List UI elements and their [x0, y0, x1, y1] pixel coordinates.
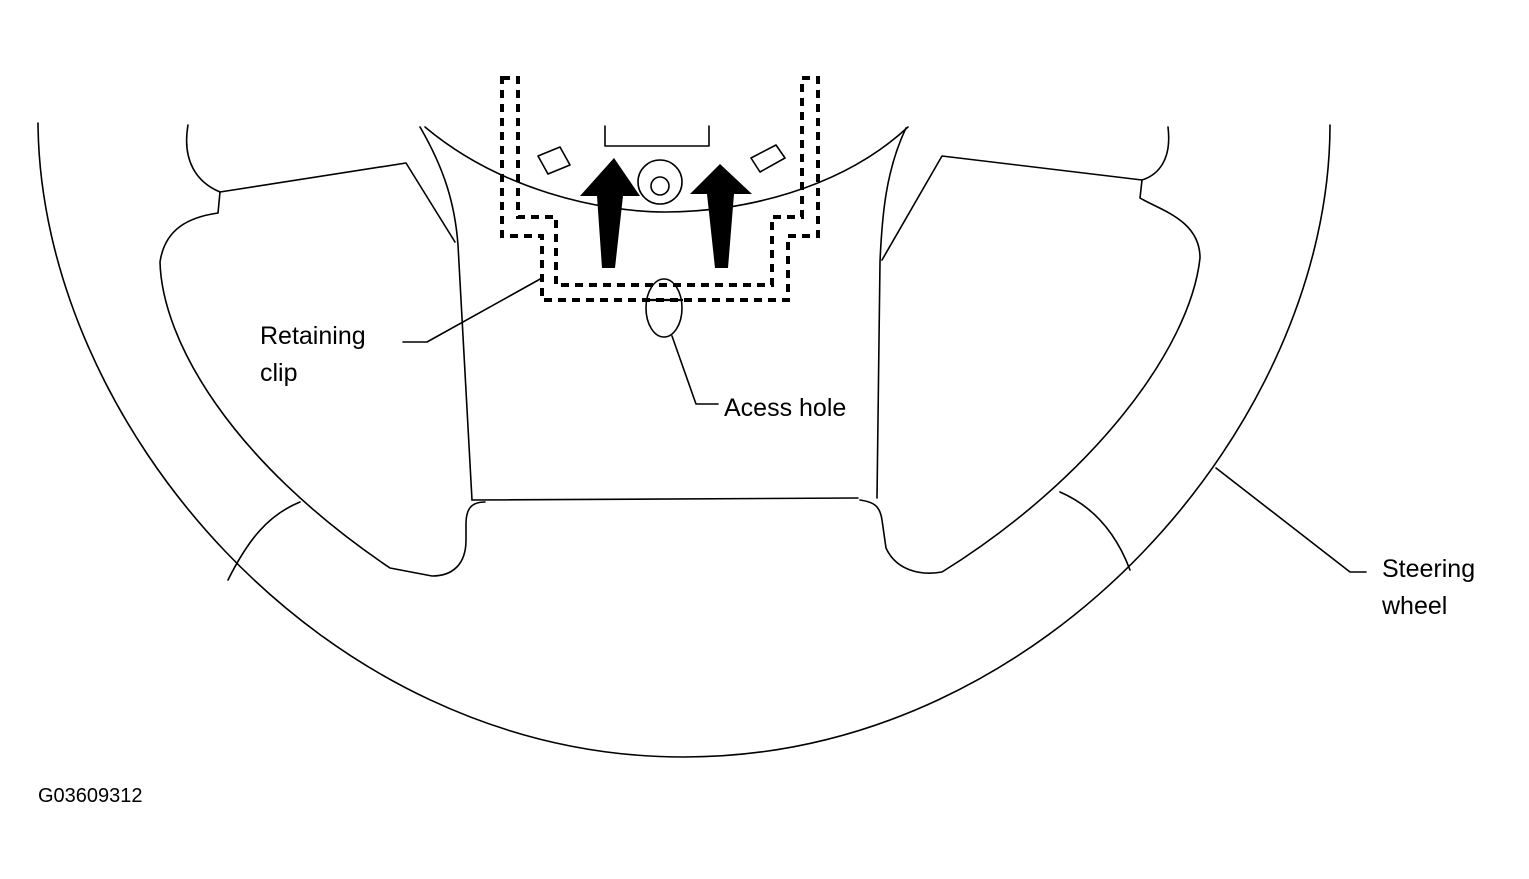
air-bag-module-arc — [424, 126, 909, 213]
steering-wheel-label-line-2: wheel — [1382, 592, 1448, 620]
module-slot-right — [750, 144, 786, 173]
steering-wheel-label-line-1: Steering — [1382, 555, 1476, 583]
left-rim-joint — [227, 501, 301, 581]
module-slot-left — [537, 146, 571, 175]
center-boss-outer — [637, 159, 683, 205]
access-hole-label: Acess hole — [724, 394, 847, 422]
left-spoke-top-edge — [219, 162, 456, 243]
figure-code: G03609312 — [38, 785, 143, 807]
retaining-clip-leader — [402, 277, 543, 343]
retaining-clip-label-line-2: clip — [260, 359, 298, 387]
center-hub-bottom-edge — [471, 497, 859, 501]
retaining-clip-label: Retaining clip — [260, 318, 366, 392]
release-arrow-right — [690, 164, 752, 268]
right-rim-joint — [1059, 491, 1131, 571]
retaining-clip-label-line-1: Retaining — [260, 322, 366, 350]
steering-wheel-label: Steering wheel — [1382, 551, 1475, 625]
center-hub-right-edge — [876, 127, 907, 499]
release-arrow-left — [580, 158, 640, 268]
steering-wheel-leader — [1215, 467, 1367, 573]
access-hole-leader — [671, 335, 719, 405]
right-spoke-pad — [859, 126, 1201, 574]
right-spoke-top-edge — [881, 155, 1143, 261]
retaining-clip-outline — [500, 76, 820, 302]
top-bracket — [604, 125, 710, 147]
center-boss-inner — [650, 176, 670, 196]
center-hub-left-edge — [419, 126, 473, 501]
access-hole — [645, 278, 683, 338]
steering-wheel-outer-rim — [37, 122, 1331, 758]
